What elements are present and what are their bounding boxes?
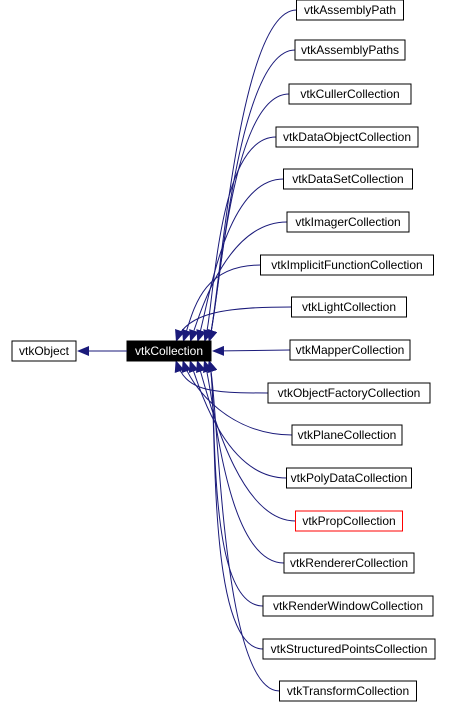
node-vtkStructuredPointsCollection[interactable]: vtkStructuredPointsCollection xyxy=(262,638,436,660)
node-vtkImagerCollection[interactable]: vtkImagerCollection xyxy=(286,211,410,233)
node-label-vtkPropCollection: vtkPropCollection xyxy=(302,514,395,528)
edge-vtkMapperCollection-to-vtkCollection xyxy=(212,345,291,356)
node-box-vtkImagerCollection xyxy=(286,211,410,233)
node-box-vtkPropCollection xyxy=(295,510,403,532)
edge-vtkPolyDataCollection-to-vtkCollection xyxy=(188,360,287,479)
node-vtkRendererCollection[interactable]: vtkRendererCollection xyxy=(283,552,415,574)
node-label-vtkAssemblyPaths: vtkAssemblyPaths xyxy=(301,43,399,57)
edge-vtkObjectFactoryCollection-to-vtkCollection xyxy=(174,360,269,394)
edge-vtkImplicitFunctionCollection-to-vtkCollection xyxy=(182,264,261,342)
node-label-vtkImplicitFunctionCollection: vtkImplicitFunctionCollection xyxy=(271,258,422,272)
edge-vtkTransformCollection-to-vtkCollection xyxy=(207,360,280,692)
nodes-layer: vtkObject vtkCollection vtkAssemblyPath v… xyxy=(11,0,436,702)
node-vtkCollection[interactable]: vtkCollection xyxy=(126,340,212,362)
node-vtkPropCollection[interactable]: vtkPropCollection xyxy=(295,510,403,532)
node-box-vtkRendererCollection xyxy=(283,552,415,574)
node-vtkDataSetCollection[interactable]: vtkDataSetCollection xyxy=(283,168,413,190)
edge-vtkDataObjectCollection-to-vtkCollection xyxy=(203,136,277,342)
node-label-vtkTransformCollection: vtkTransformCollection xyxy=(287,684,409,698)
node-box-vtkPolyDataCollection xyxy=(286,467,412,489)
edges-layer xyxy=(174,9,297,692)
edge-vtkLightCollection-to-vtkCollection xyxy=(175,306,292,342)
node-vtkObject[interactable]: vtkObject xyxy=(11,340,77,362)
edge-vtkPropCollection-to-vtkCollection xyxy=(196,360,296,522)
node-label-vtkLightCollection: vtkLightCollection xyxy=(302,300,396,314)
node-box-vtkMapperCollection xyxy=(289,339,411,361)
node-vtkDataObjectCollection[interactable]: vtkDataObjectCollection xyxy=(275,126,419,148)
node-label-vtkStructuredPointsCollection: vtkStructuredPointsCollection xyxy=(271,642,428,656)
edge-vtkImagerCollection-to-vtkCollection xyxy=(189,221,288,342)
node-box-vtkDataObjectCollection xyxy=(275,126,419,148)
node-label-vtkRendererCollection: vtkRendererCollection xyxy=(290,556,408,570)
node-label-vtkDataObjectCollection: vtkDataObjectCollection xyxy=(283,130,411,144)
node-box-vtkImplicitFunctionCollection xyxy=(260,254,434,276)
node-box-vtkAssemblyPath xyxy=(296,0,404,21)
node-box-vtkDataSetCollection xyxy=(283,168,413,190)
node-vtkPolyDataCollection[interactable]: vtkPolyDataCollection xyxy=(286,467,412,489)
node-vtkTransformCollection[interactable]: vtkTransformCollection xyxy=(279,680,417,702)
node-box-vtkLightCollection xyxy=(291,296,407,318)
node-vtkMapperCollection[interactable]: vtkMapperCollection xyxy=(289,339,411,361)
edge-vtkCullerCollection-to-vtkCollection xyxy=(207,93,290,342)
node-label-vtkRenderWindowCollection: vtkRenderWindowCollection xyxy=(273,599,423,613)
node-vtkObjectFactoryCollection[interactable]: vtkObjectFactoryCollection xyxy=(267,382,431,404)
node-vtkCullerCollection[interactable]: vtkCullerCollection xyxy=(288,83,412,105)
node-label-vtkCollection: vtkCollection xyxy=(135,344,203,358)
node-label-vtkObject: vtkObject xyxy=(19,344,70,358)
node-box-vtkStructuredPointsCollection xyxy=(262,638,436,660)
node-vtkLightCollection[interactable]: vtkLightCollection xyxy=(291,296,407,318)
edge-vtkPlaneCollection-to-vtkCollection xyxy=(181,360,293,436)
node-vtkPlaneCollection[interactable]: vtkPlaneCollection xyxy=(291,424,403,446)
node-label-vtkPlaneCollection: vtkPlaneCollection xyxy=(298,428,397,442)
node-label-vtkMapperCollection: vtkMapperCollection xyxy=(296,343,405,357)
node-label-vtkDataSetCollection: vtkDataSetCollection xyxy=(292,172,403,186)
node-vtkAssemblyPaths[interactable]: vtkAssemblyPaths xyxy=(294,39,406,61)
node-label-vtkObjectFactoryCollection: vtkObjectFactoryCollection xyxy=(278,386,421,400)
node-box-vtkCullerCollection xyxy=(288,83,412,105)
edge-vtkAssemblyPaths-to-vtkCollection xyxy=(207,49,296,342)
node-box-vtkRenderWindowCollection xyxy=(262,595,434,617)
edge-vtkDataSetCollection-to-vtkCollection xyxy=(196,178,284,342)
node-box-vtkTransformCollection xyxy=(279,680,417,702)
node-box-vtkPlaneCollection xyxy=(291,424,403,446)
node-label-vtkAssemblyPath: vtkAssemblyPath xyxy=(304,3,396,17)
node-box-vtkObjectFactoryCollection xyxy=(267,382,431,404)
node-label-vtkPolyDataCollection: vtkPolyDataCollection xyxy=(291,471,408,485)
node-label-vtkImagerCollection: vtkImagerCollection xyxy=(295,215,400,229)
node-label-vtkCullerCollection: vtkCullerCollection xyxy=(300,87,399,101)
node-vtkImplicitFunctionCollection[interactable]: vtkImplicitFunctionCollection xyxy=(260,254,434,276)
edge-vtkRenderWindowCollection-to-vtkCollection xyxy=(207,360,264,607)
edge-vtkRendererCollection-to-vtkCollection xyxy=(203,360,285,564)
node-box-vtkAssemblyPaths xyxy=(294,39,406,61)
node-vtkRenderWindowCollection[interactable]: vtkRenderWindowCollection xyxy=(262,595,434,617)
node-vtkAssemblyPath[interactable]: vtkAssemblyPath xyxy=(296,0,404,21)
